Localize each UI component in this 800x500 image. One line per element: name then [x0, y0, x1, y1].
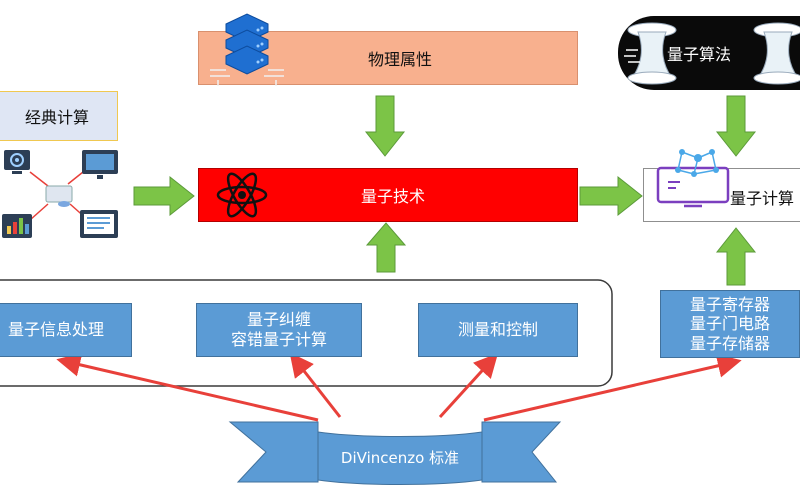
atom-icon — [216, 172, 268, 218]
divincenzo-banner-shape — [228, 421, 562, 485]
classical-network-illustration — [2, 150, 118, 238]
red-arrow-to-entangle — [289, 352, 342, 418]
red-arrow-to-measure — [438, 353, 499, 419]
classical-computing-label: 经典计算 — [24, 108, 89, 127]
info-processing-box: 量子信息处理 — [0, 303, 132, 357]
arrow-tech-to-computing — [579, 175, 643, 217]
divincenzo-banner-label: DiVincenzo 标准 — [340, 448, 460, 467]
portal-right-icon — [753, 22, 800, 85]
physical-properties-label: 物理属性 — [367, 50, 432, 69]
entanglement-label-line1: 量子纠缠 — [246, 310, 311, 329]
network-monitor-icon — [656, 149, 730, 208]
portal-left-icon — [624, 22, 677, 85]
entanglement-label-line2: 容错量子计算 — [230, 330, 327, 349]
hardware-box: 量子寄存器 量子门电路 量子存储器 — [660, 290, 800, 358]
classical-computing-box: 经典计算 — [0, 91, 118, 141]
measure-control-label: 测量和控制 — [457, 320, 538, 339]
arrow-group-to-tech — [365, 222, 407, 273]
arrow-physical-to-tech — [364, 95, 406, 157]
bottom-group-container — [0, 279, 613, 387]
quantum-computing-label: 量子计算 — [730, 189, 795, 208]
quantum-algorithm-box: 量子算法 — [618, 16, 800, 90]
arrow-hardware-to-computing — [715, 227, 757, 286]
server-stack-icon — [210, 13, 284, 86]
red-arrow-to-hardware — [483, 354, 742, 422]
quantum-technology-box: 量子技术 — [198, 168, 578, 222]
hardware-label-line1: 量子寄存器 — [689, 295, 770, 315]
measure-control-box: 测量和控制 — [418, 303, 578, 357]
red-arrow-to-info — [56, 353, 319, 422]
quantum-algorithm-label: 量子算法 — [666, 45, 731, 64]
quantum-technology-label: 量子技术 — [360, 187, 425, 206]
hardware-label-line3: 量子存储器 — [689, 333, 770, 353]
entanglement-box: 量子纠缠 容错量子计算 — [196, 303, 362, 357]
divincenzo-banner: DiVincenzo 标准 — [318, 436, 482, 478]
arrow-classical-to-tech — [133, 175, 195, 217]
info-processing-label: 量子信息处理 — [7, 320, 104, 339]
arrow-algorithm-to-computing — [715, 95, 757, 157]
hardware-label-line2: 量子门电路 — [689, 314, 770, 334]
